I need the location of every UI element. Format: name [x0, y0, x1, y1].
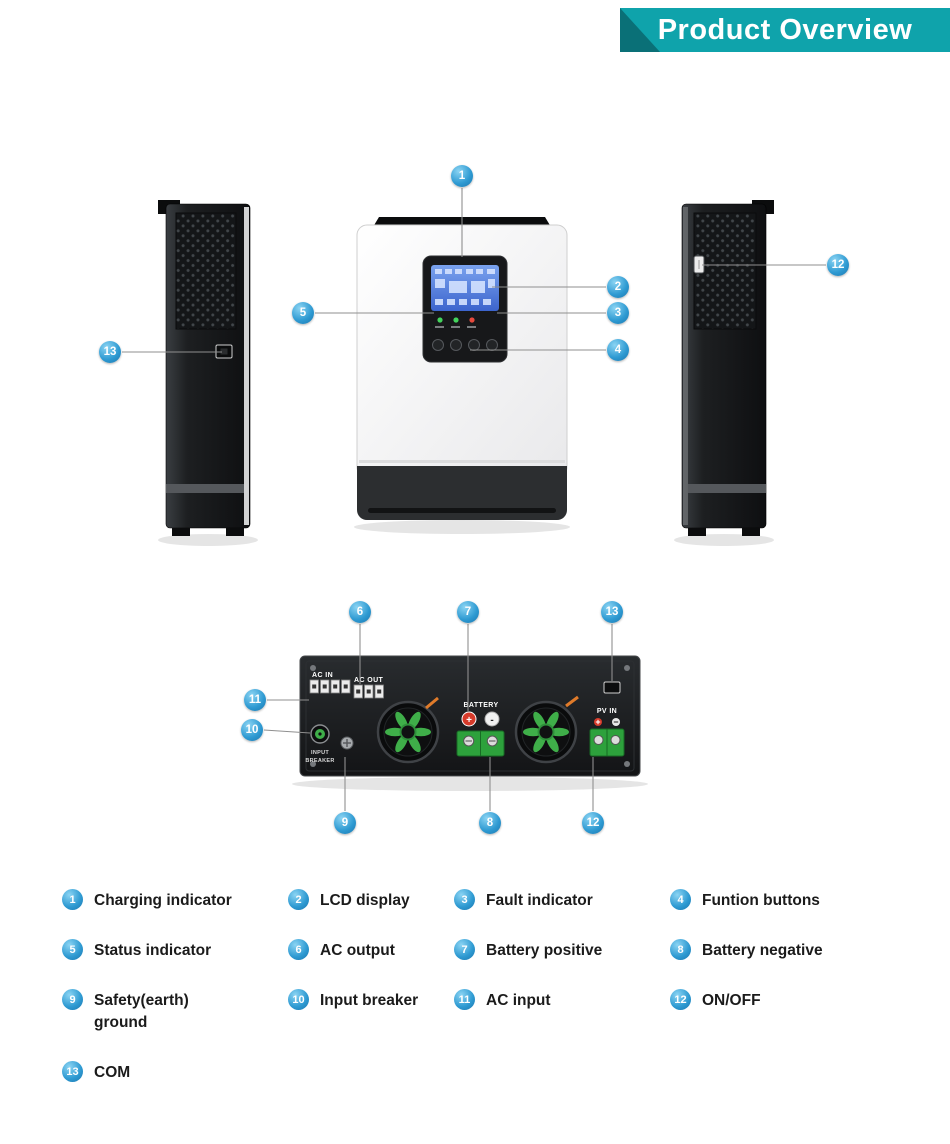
svg-text:-: -: [490, 715, 493, 726]
legend-item-13: 13 COM: [62, 1060, 288, 1084]
legend-item-12: 12 ON/OFF: [670, 988, 922, 1034]
ground-screw: [340, 736, 354, 750]
legend-label-function-buttons: Funtion buttons: [702, 892, 820, 909]
callout-10-input-breaker: 10: [241, 719, 263, 741]
charging-led: [437, 317, 443, 323]
callout-4-function-buttons: 4: [607, 339, 629, 361]
cable-tie-left: [425, 696, 439, 710]
cooling-fan-right: [514, 695, 579, 764]
input-breaker-label-2: BREAKER: [305, 758, 334, 764]
battery-negative-mark: -: [484, 711, 500, 727]
legend-number-12: 12: [670, 989, 691, 1010]
legend-label-ac-output: AC output: [320, 942, 395, 959]
pv-terminal: [589, 728, 625, 757]
fault-led: [469, 317, 475, 323]
legend-label-fault-indicator: Fault indicator: [486, 892, 593, 909]
control-panel: [422, 255, 508, 363]
vent-grille-left: [175, 212, 237, 330]
legend-number-2: 2: [288, 889, 309, 910]
battery-label: BATTERY: [463, 702, 498, 709]
callout-11-ac-input: 11: [244, 689, 266, 711]
svg-text:+: +: [466, 715, 472, 726]
legend-item-7: 7 Battery positive: [454, 938, 670, 962]
callout-13-com-rear: 13: [601, 601, 623, 623]
legend-label-com: COM: [94, 1064, 131, 1081]
legend-item-11: 11 AC input: [454, 988, 670, 1034]
legend-item-9: 9 Safety(earth) ground: [62, 988, 288, 1034]
ac-out-terminals: [353, 684, 384, 699]
callout-2-lcd-display: 2: [607, 276, 629, 298]
banner-fold: [620, 8, 660, 52]
ac-out-label: AC OUT: [354, 677, 384, 684]
legend-item-3: 3 Fault indicator: [454, 888, 670, 912]
function-buttons: [432, 339, 498, 351]
banner: Product Overview: [620, 8, 950, 52]
lcd-icons: [435, 269, 495, 305]
leader-lines: [122, 188, 826, 811]
side-view-right: [674, 200, 774, 546]
legend-label-battery-positive: Battery positive: [486, 942, 603, 959]
legend-label-lcd-display: LCD display: [320, 892, 410, 909]
side-view-left: [158, 200, 258, 546]
ac-in-label: AC IN: [312, 672, 333, 679]
legend-label-safety-ground: Safety(earth) ground: [94, 992, 189, 1031]
legend-label-ac-input: AC input: [486, 992, 551, 1009]
legend-label-on-off: ON/OFF: [702, 992, 761, 1009]
legend-number-5: 5: [62, 939, 83, 960]
legend-number-11: 11: [454, 989, 475, 1010]
battery-terminal: [456, 730, 505, 757]
legend-item-4: 4 Funtion buttons: [670, 888, 922, 912]
callout-12-on-off-rear: 12: [582, 812, 604, 834]
legend-item-5: 5 Status indicator: [62, 938, 288, 962]
callout-8-battery-negative: 8: [479, 812, 501, 834]
callout-6-ac-output: 6: [349, 601, 371, 623]
legend-number-13: 13: [62, 1061, 83, 1082]
pv-polarity-marks: [594, 718, 620, 726]
legend-item-2: 2 LCD display: [288, 888, 454, 912]
legend-item-1: 1 Charging indicator: [62, 888, 288, 912]
legend: 1 Charging indicator 2 LCD display 3 Fau…: [62, 888, 922, 1084]
callout-13-com: 13: [99, 341, 121, 363]
callout-3-fault-indicator: 3: [607, 302, 629, 324]
input-breaker-label-1: INPUT: [311, 750, 329, 756]
front-view: [354, 217, 570, 534]
legend-label-input-breaker: Input breaker: [320, 992, 419, 1009]
callout-1-charging-indicator: 1: [451, 165, 473, 187]
legend-number-7: 7: [454, 939, 475, 960]
legend-number-9: 9: [62, 989, 83, 1010]
legend-number-10: 10: [288, 989, 309, 1010]
legend-item-8: 8 Battery negative: [670, 938, 922, 962]
legend-number-1: 1: [62, 889, 83, 910]
callout-12-on-off: 12: [827, 254, 849, 276]
legend-label-status-indicator: Status indicator: [94, 942, 212, 959]
ac-in-terminals: [309, 679, 351, 694]
legend-item-10: 10 Input breaker: [288, 988, 454, 1034]
status-led: [453, 317, 459, 323]
callout-9-ground: 9: [334, 812, 356, 834]
legend-number-8: 8: [670, 939, 691, 960]
product-diagram: AC IN AC OUT INPUT BREAKER: [122, 188, 826, 811]
rear-com-port: [603, 681, 621, 694]
page-title: Product Overview: [657, 13, 913, 46]
panel-screws: [310, 665, 630, 767]
rear-view: AC IN AC OUT INPUT BREAKER: [292, 655, 648, 791]
input-breaker: INPUT BREAKER: [305, 724, 334, 764]
cooling-fan-left: [376, 696, 440, 764]
callout-7-battery-positive: 7: [457, 601, 479, 623]
legend-number-3: 3: [454, 889, 475, 910]
legend-number-4: 4: [670, 889, 691, 910]
callout-5-status-indicator: 5: [292, 302, 314, 324]
legend-label-battery-negative: Battery negative: [702, 942, 823, 959]
legend-label-charging-indicator: Charging indicator: [94, 892, 232, 909]
battery-positive-mark: +: [461, 711, 477, 727]
legend-number-6: 6: [288, 939, 309, 960]
cable-tie-right: [565, 695, 579, 708]
pv-in-label: PV IN: [597, 708, 617, 715]
legend-item-6: 6 AC output: [288, 938, 454, 962]
